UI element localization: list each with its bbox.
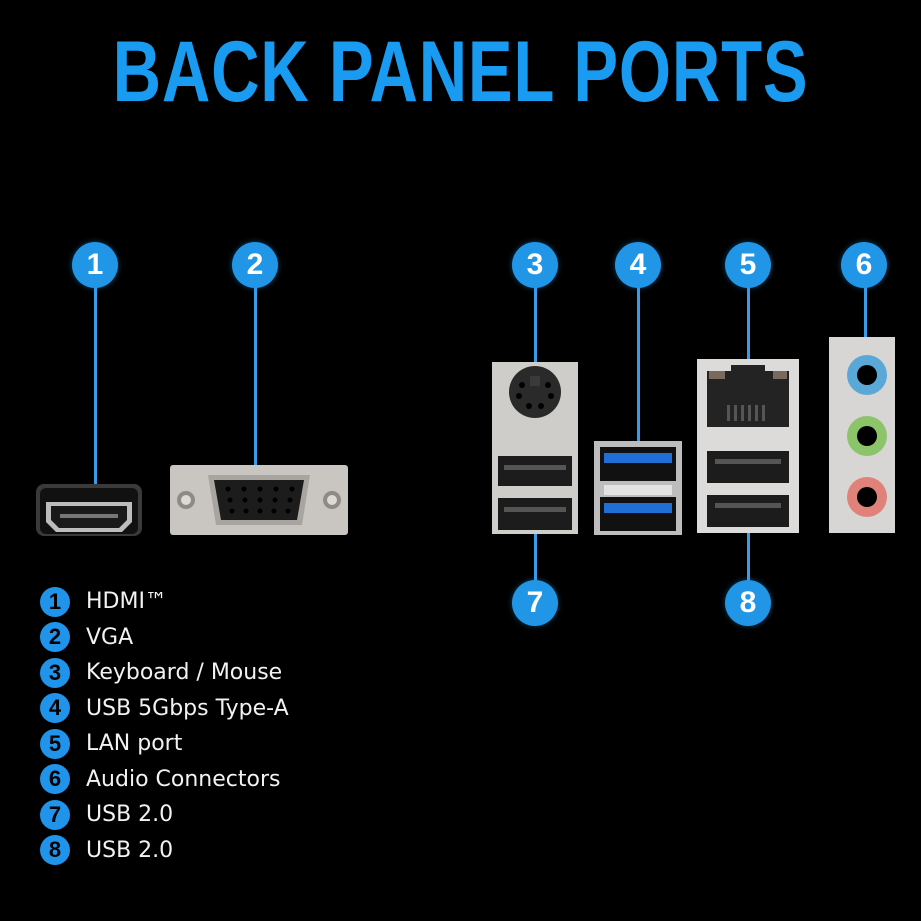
legend-label: USB 5Gbps Type-A [86, 695, 289, 721]
callout-line-5 [747, 285, 750, 365]
callout-line-8 [747, 518, 750, 583]
callout-badge-4: 4 [615, 242, 661, 288]
audio-connectors [829, 337, 895, 533]
callout-line-1 [94, 285, 97, 515]
legend-label: VGA [86, 624, 134, 650]
legend-item: 3 Keyboard / Mouse [40, 655, 289, 691]
usb-5gbps-ports [594, 441, 682, 535]
legend-label: LAN port [86, 731, 183, 757]
legend-number: 5 [40, 728, 70, 759]
callout-badge-2: 2 [232, 242, 278, 288]
page-title: BACK PANEL PORTS [112, 24, 809, 120]
legend-number: 1 [40, 586, 70, 617]
callout-line-3 [534, 285, 537, 390]
usb2-port-top [498, 456, 572, 486]
legend-item: 4 USB 5Gbps Type-A [40, 691, 289, 727]
legend-item: 8 USB 2.0 [40, 833, 289, 869]
legend-label: Keyboard / Mouse [86, 660, 283, 686]
legend-number: 4 [40, 693, 70, 724]
hdmi-port [36, 484, 142, 536]
legend-number: 2 [40, 622, 70, 653]
callout-line-7 [534, 518, 537, 583]
ps2-usb-stack [492, 362, 578, 534]
legend-label: Audio Connectors [86, 766, 281, 792]
legend-number: 3 [40, 657, 70, 688]
legend-item: 7 USB 2.0 [40, 797, 289, 833]
callout-badge-3: 3 [512, 242, 558, 288]
callout-badge-1: 1 [72, 242, 118, 288]
legend-item: 6 Audio Connectors [40, 762, 289, 798]
callout-badge-5: 5 [725, 242, 771, 288]
callout-badge-6: 6 [841, 242, 887, 288]
callout-line-6 [864, 285, 867, 345]
vga-port [170, 465, 348, 535]
legend-label: HDMI™ [86, 589, 167, 615]
usb2-port-bottom [498, 498, 572, 530]
callout-badge-8: 8 [725, 580, 771, 626]
legend: 1 HDMI™ 2 VGA 3 Keyboard / Mouse 4 USB 5Gbps… [40, 584, 289, 868]
legend-item: 5 LAN port [40, 726, 289, 762]
legend-item: 1 HDMI™ [40, 584, 289, 620]
callout-badge-7: 7 [512, 580, 558, 626]
callout-line-4 [637, 285, 640, 457]
legend-number: 8 [40, 835, 70, 866]
callout-line-2 [254, 285, 257, 490]
lan-usb-stack [697, 359, 799, 533]
legend-label: USB 2.0 [86, 802, 174, 828]
legend-item: 2 VGA [40, 620, 289, 656]
legend-label: USB 2.0 [86, 837, 174, 863]
legend-number: 7 [40, 799, 70, 830]
legend-number: 6 [40, 764, 70, 795]
